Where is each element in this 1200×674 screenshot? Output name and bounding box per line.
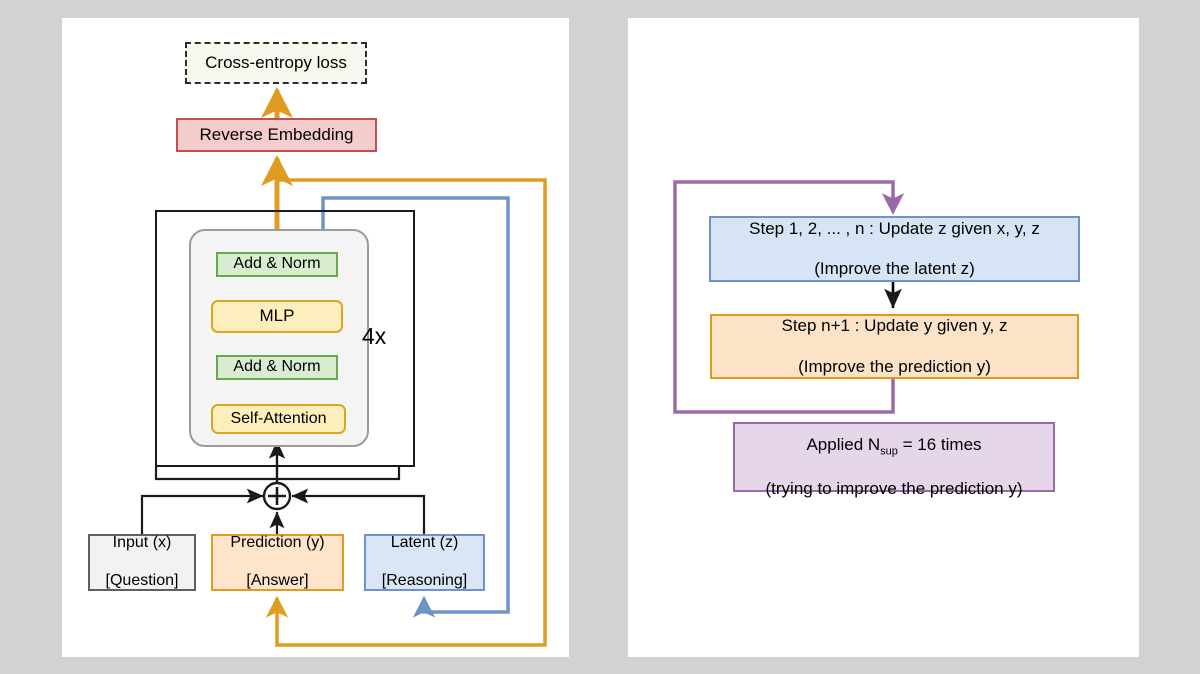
step-update-z-line2: (Improve the latent z) xyxy=(814,259,975,279)
latent-z-subtitle: [Reasoning] xyxy=(381,571,468,589)
applied-nsup-suffix: = 16 times xyxy=(897,435,982,455)
applied-nsup-line1: Applied Nsup = 16 times xyxy=(766,415,1023,458)
step-update-y-line2: (Improve the prediction y) xyxy=(798,356,991,376)
step-update-y-box: Step n+1 : Update y given y, z (Improve … xyxy=(710,314,1079,379)
step-update-z-line1: Step 1, 2, ... , n : Update z given x, y… xyxy=(749,218,1040,238)
latent-z-box: Latent (z) [Reasoning] xyxy=(364,534,485,591)
applied-nsup-prefix: Applied N xyxy=(806,435,881,455)
prediction-y-subtitle: [Answer] xyxy=(246,571,309,589)
applied-nsup-box: Applied Nsup = 16 times (trying to impro… xyxy=(733,422,1055,498)
prediction-y-box: Prediction (y) [Answer] xyxy=(211,534,344,591)
step-update-z-box: Step 1, 2, ... , n : Update z given x, y… xyxy=(709,216,1080,282)
input-x-subtitle: [Question] xyxy=(105,571,179,589)
input-x-box: Input (x) [Question] xyxy=(88,534,196,591)
add-and-norm-box-1: Add & Norm xyxy=(216,355,338,380)
prediction-y-title: Prediction (y) xyxy=(230,534,325,552)
applied-nsup-subscript: sup xyxy=(880,445,898,458)
reverse-embedding-box: Reverse Embedding xyxy=(176,118,377,152)
latent-z-title: Latent (z) xyxy=(390,534,459,552)
add-and-norm-box-2: Add & Norm xyxy=(216,252,338,277)
mlp-box: MLP xyxy=(211,300,343,333)
transformer-block-outer xyxy=(155,210,415,467)
step-update-y-line1: Step n+1 : Update y given y, z xyxy=(781,316,1008,336)
applied-nsup-line2: (trying to improve the prediction y) xyxy=(765,478,1023,498)
repeat-count-label: 4x xyxy=(362,323,387,350)
self-attention-box: Self-Attention xyxy=(211,404,346,434)
cross-entropy-loss-box: Cross-entropy loss xyxy=(185,42,367,84)
input-x-title: Input (x) xyxy=(112,534,172,552)
